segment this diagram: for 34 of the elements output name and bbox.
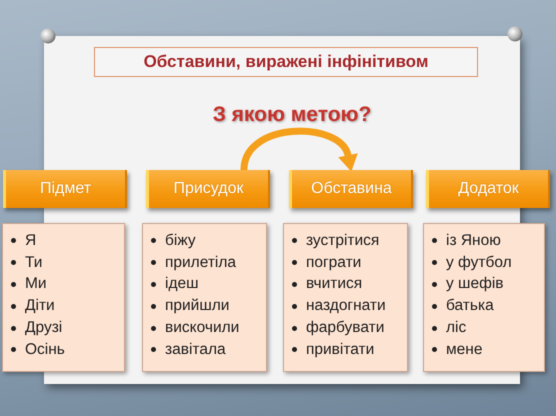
list-item: ліс xyxy=(446,319,466,338)
list-item: завітала xyxy=(165,340,226,359)
list-item: Ти xyxy=(25,254,42,272)
list-item: зустрітися xyxy=(306,232,380,250)
list-item: із Яною xyxy=(446,232,501,250)
list-item: біжу xyxy=(165,232,196,250)
category-header: Підмет xyxy=(3,170,127,208)
list-item: у футбол xyxy=(446,254,512,272)
category-header: Присудок xyxy=(146,170,270,208)
list-item: Осінь xyxy=(25,340,65,359)
list-item: вискочили xyxy=(165,319,240,338)
word-list-panel xyxy=(2,223,125,372)
list-item: пограти xyxy=(306,254,362,272)
list-item: наздогнати xyxy=(306,297,386,316)
word-list-panel xyxy=(423,223,545,372)
list-item: Я xyxy=(25,232,36,250)
category-header: Додаток xyxy=(426,170,550,208)
word-list-panel xyxy=(283,223,408,372)
list-item: батька xyxy=(446,297,494,316)
list-item: у шефів xyxy=(446,275,504,294)
list-item: Діти xyxy=(25,297,55,316)
category-header: Обставина xyxy=(289,170,413,208)
list-item: привітати xyxy=(306,340,374,359)
list-item: Ми xyxy=(25,275,47,294)
list-item: прилетіла xyxy=(165,254,236,272)
question-text: З якою метою? xyxy=(212,103,372,127)
title-banner: Обставини, виражені інфінітивом xyxy=(94,47,478,77)
list-item: фарбувати xyxy=(306,319,384,338)
list-item: вчитися xyxy=(306,275,362,294)
list-item: мене xyxy=(446,340,482,359)
word-list-panel xyxy=(142,223,267,372)
list-item: ідеш xyxy=(165,275,199,294)
list-item: Друзі xyxy=(25,319,62,338)
list-item: прийшли xyxy=(165,297,230,316)
